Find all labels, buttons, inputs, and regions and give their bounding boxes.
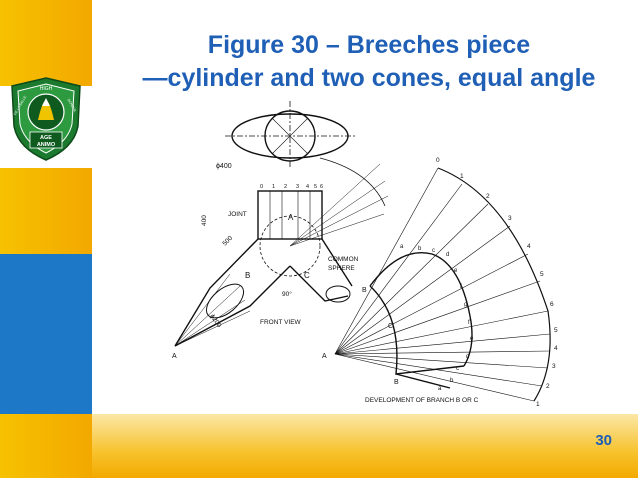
front-label-A-apex: A	[172, 353, 177, 360]
front-top-number: 1	[272, 184, 275, 190]
page-number: 30	[595, 432, 612, 449]
front-label-B: B	[245, 271, 250, 280]
bottom-gradient-band	[92, 414, 638, 478]
development-caption: DEVELOPMENT OF BRANCH B OR C	[365, 397, 479, 404]
dev-letter-label: c	[456, 366, 459, 372]
dev-letter-label: b	[418, 246, 422, 252]
dev-letter-label: a	[438, 386, 442, 392]
logo-ring-right: SCHOOL	[66, 98, 77, 113]
dev-number-label: 1	[460, 173, 464, 180]
dev-letter-label: a	[400, 244, 404, 250]
dev-number-label: 6	[550, 301, 554, 308]
dev-number-label: 3	[508, 215, 512, 222]
slide-title-line2: —cylinder and two cones, equal angle	[142, 64, 596, 92]
plan-diameter-label: ϕ400	[216, 163, 232, 170]
joint-label: JOINT	[228, 211, 247, 218]
front-label-C: C	[304, 271, 310, 280]
left-band-blue	[0, 254, 92, 414]
dev-number-label: 5	[554, 327, 558, 334]
dim-400: 400	[201, 215, 208, 226]
dev-number-label: 4	[527, 243, 531, 250]
breeches-piece-drawing: ϕ400 JOINT 400 A B C A 500 ϕ200 90° COMM…	[172, 101, 558, 408]
dev-letter-label: b	[450, 378, 454, 384]
front-label-A: A	[288, 213, 294, 222]
left-band-yellow-bottom	[0, 414, 92, 478]
dev-letter-label: d	[446, 252, 449, 258]
common-sphere-line1: COMMON	[328, 256, 359, 263]
dev-letter-label: d	[466, 354, 469, 360]
slide-title-line1: Figure 30 – Breeches piece	[207, 31, 531, 59]
dev-letter-label: e	[470, 336, 474, 342]
logo-top-text: HIGH	[40, 86, 53, 92]
dev-number-label: 1	[536, 401, 540, 408]
angle-label: 90°	[282, 290, 292, 298]
common-sphere-line2: SPHERE	[328, 265, 355, 272]
dev-label-B-upper: B	[362, 287, 367, 294]
logo-motto-line2: ANIMO	[37, 142, 56, 148]
dev-number-label: 3	[552, 363, 556, 370]
front-top-number: 6	[320, 184, 323, 190]
dim-500: 500	[221, 235, 234, 248]
dev-label-C: C	[388, 323, 393, 330]
school-logo: HIGH DE LA SALLE SCHOOL AGE ANIMO	[11, 77, 81, 161]
front-top-number: 5	[314, 184, 317, 190]
dev-number-label: 2	[546, 383, 550, 390]
dev-number-label: 0	[436, 157, 440, 164]
dev-apex-label: A	[322, 353, 327, 360]
dev-letter-label: f	[468, 320, 470, 326]
logo-motto-line1: AGE	[40, 135, 52, 141]
dev-letter-label: e	[454, 268, 458, 274]
dev-number-label: 2	[486, 193, 490, 200]
front-top-number: 0	[260, 184, 263, 190]
left-band-yellow-middle	[0, 168, 92, 254]
front-top-number: 2	[284, 184, 287, 190]
front-view: JOINT 400 A B C A 500 ϕ200 90° COMMON SP…	[172, 190, 359, 360]
plan-view: ϕ400	[216, 101, 355, 170]
projection-lines	[289, 157, 389, 247]
front-view-label: FRONT VIEW	[260, 319, 302, 326]
dev-number-label: 4	[554, 345, 558, 352]
dev-letter-label: c	[432, 248, 435, 254]
dev-number-label: 5	[540, 271, 544, 278]
dev-letter-label: g	[464, 302, 467, 308]
development: A B C B DEVELOPMENT OF BRANCH B OR C	[322, 167, 551, 404]
dev-letter-label: f	[460, 284, 462, 290]
front-top-number: 3	[296, 184, 299, 190]
left-band-yellow-top	[0, 0, 92, 86]
dev-label-B-lower: B	[394, 379, 399, 386]
front-top-number: 4	[306, 184, 309, 190]
